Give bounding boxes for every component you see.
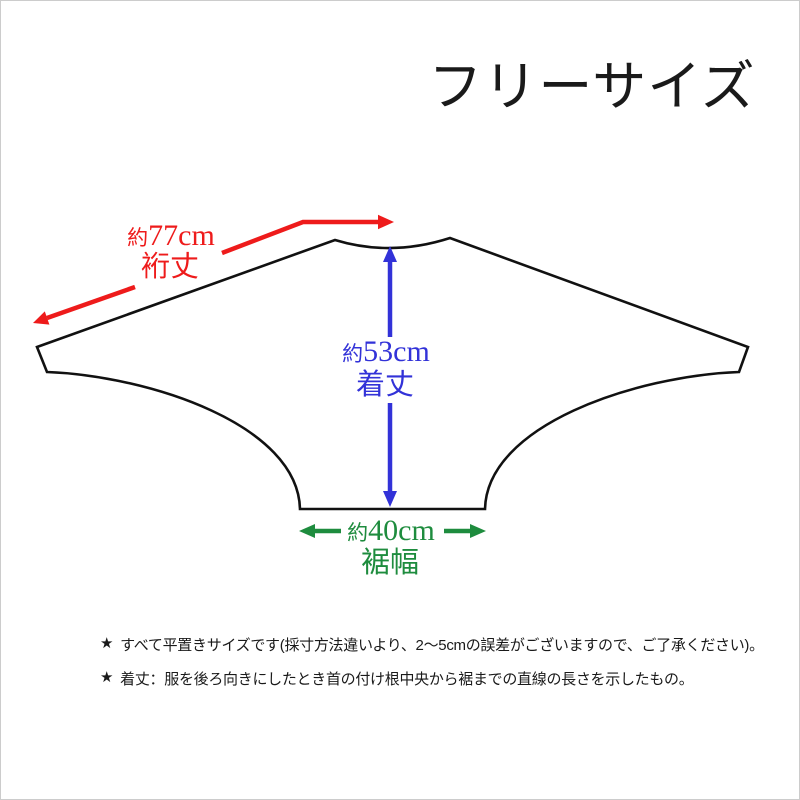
- footnote-flat-measure: ★ すべて平置きサイズです(採寸方法違いより、2～5cmの誤差がございますので、…: [100, 634, 764, 655]
- sleeve-length-value: 約77cm: [127, 219, 215, 252]
- footnote-text: 着丈：服を後ろ向きにしたとき首の付け根中央から裾までの直線の長さを示したもの。: [120, 671, 694, 688]
- hem-width-label: 裾幅: [361, 546, 419, 579]
- garment-outline: [35, 236, 750, 511]
- hem-width-approx-prefix: 約: [347, 521, 368, 545]
- hem-width-arrow: [299, 524, 486, 538]
- sleeve-length-approx-prefix: 約: [127, 226, 148, 250]
- sleeve-length-label: 裄丈: [141, 250, 199, 283]
- footnote-text: すべて平置きサイズです(採寸方法違いより、2～5cmの誤差がございますので、ご了…: [120, 637, 764, 654]
- sleeve-length-arrow: [33, 214, 394, 325]
- footnote-body-length-definition: ★ 着丈：服を後ろ向きにしたとき首の付け根中央から裾までの直線の長さを示したもの…: [100, 668, 760, 689]
- star-icon: ★: [100, 669, 114, 686]
- body-length-approx-prefix: 約: [342, 342, 363, 366]
- body-length-value: 約53cm: [342, 335, 430, 368]
- star-icon: ★: [100, 635, 114, 652]
- page-title: フリーサイズ: [428, 57, 756, 117]
- hem-width-value: 約40cm: [347, 514, 435, 547]
- body-length-label: 着丈: [356, 368, 414, 401]
- body-length-arrow: [383, 246, 397, 507]
- footnotes: ★ すべて平置きサイズです(採寸方法違いより、2～5cmの誤差がございますので、…: [100, 634, 764, 702]
